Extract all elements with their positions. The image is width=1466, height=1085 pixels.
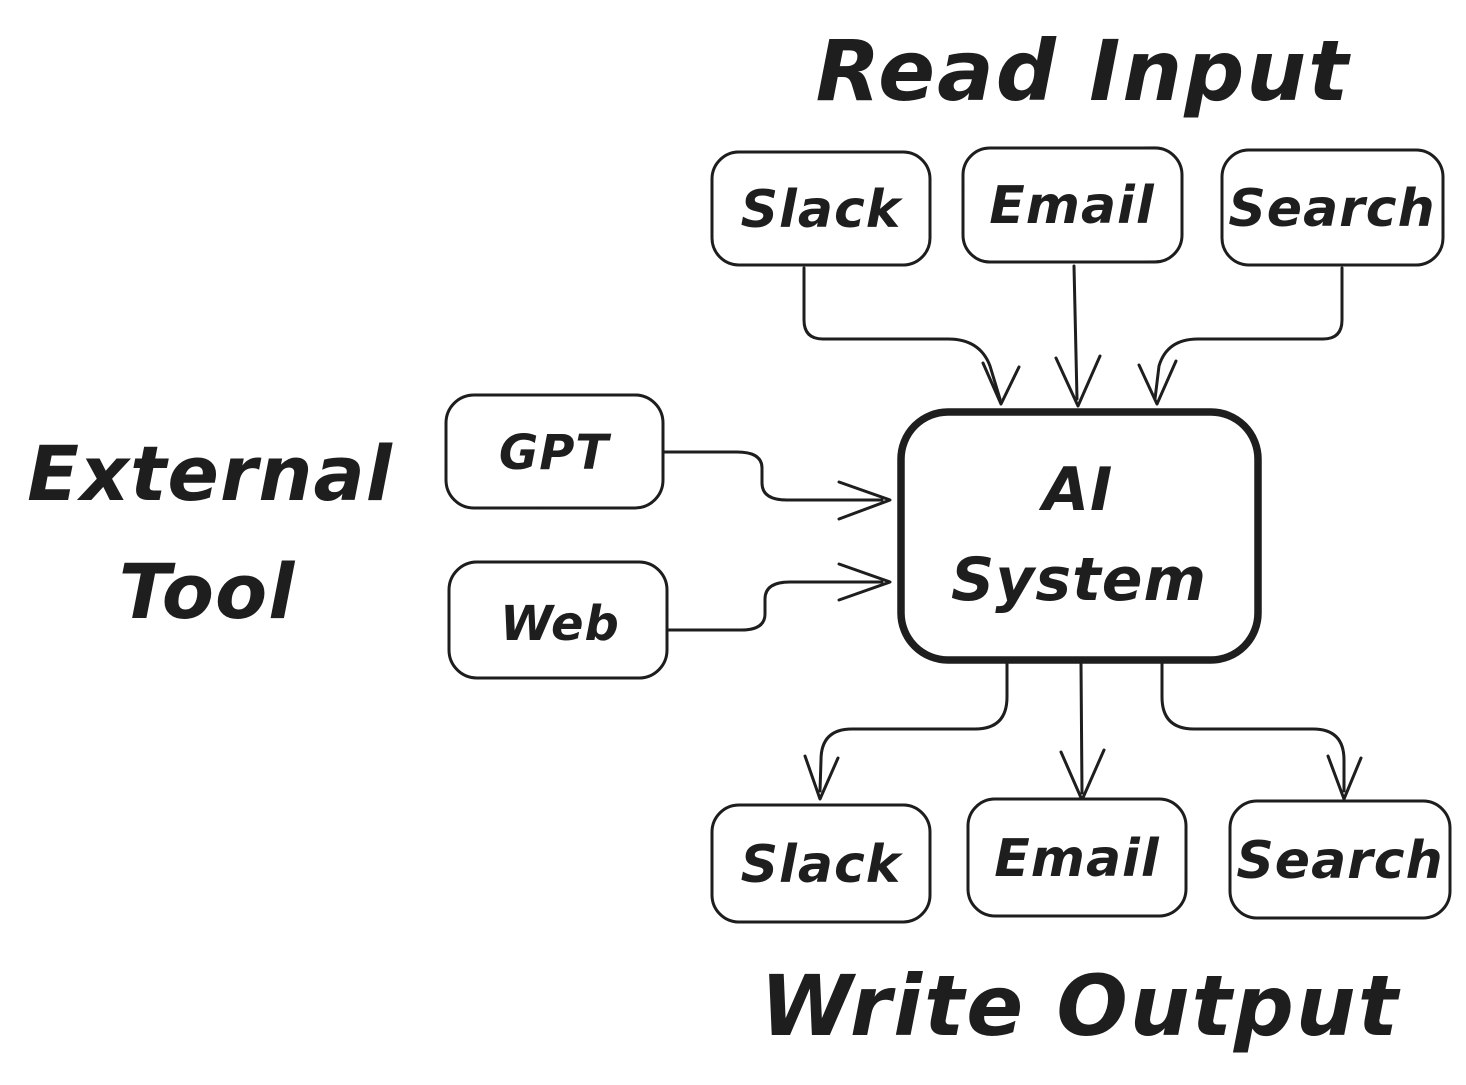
- external-tool-title-line2: Tool: [119, 547, 296, 636]
- node-output-slack: Slack: [710, 803, 932, 924]
- node-input-slack: Slack: [710, 150, 932, 267]
- input-slack-label: Slack: [741, 180, 904, 240]
- edge-input-slack-to-ai: [802, 266, 1021, 406]
- edge-ai-to-output-email: [1059, 662, 1106, 802]
- edge-gpt-to-ai: [662, 450, 892, 521]
- tool-gpt-label: GPT: [499, 425, 612, 481]
- ai-system-label-line1: AI: [1039, 455, 1114, 525]
- node-ai-system: AI System: [897, 408, 1262, 664]
- input-search-label: Search: [1228, 179, 1435, 239]
- output-search-label: Search: [1236, 831, 1443, 891]
- edge-web-to-ai: [664, 562, 892, 632]
- ai-system-label-line2: System: [951, 545, 1207, 615]
- input-email-label: Email: [989, 176, 1155, 236]
- node-tool-gpt: GPT: [444, 393, 665, 510]
- edge-input-search-to-ai: [1137, 266, 1344, 406]
- edge-ai-to-output-slack: [803, 662, 1009, 801]
- read-input-title: Read Input: [816, 22, 1352, 120]
- write-output-title: Write Output: [760, 957, 1401, 1055]
- node-input-email: Email: [961, 146, 1184, 264]
- edge-input-email-to-ai: [1054, 264, 1102, 408]
- node-output-email: Email: [966, 797, 1188, 918]
- external-tool-title-line1: External: [27, 429, 393, 518]
- tool-web-label: Web: [500, 596, 620, 652]
- output-slack-label: Slack: [741, 835, 904, 895]
- node-tool-web: Web: [447, 560, 669, 680]
- edge-ai-to-output-search: [1160, 662, 1363, 801]
- node-output-search: Search: [1228, 799, 1452, 920]
- node-input-search: Search: [1220, 148, 1445, 267]
- output-email-label: Email: [994, 829, 1160, 889]
